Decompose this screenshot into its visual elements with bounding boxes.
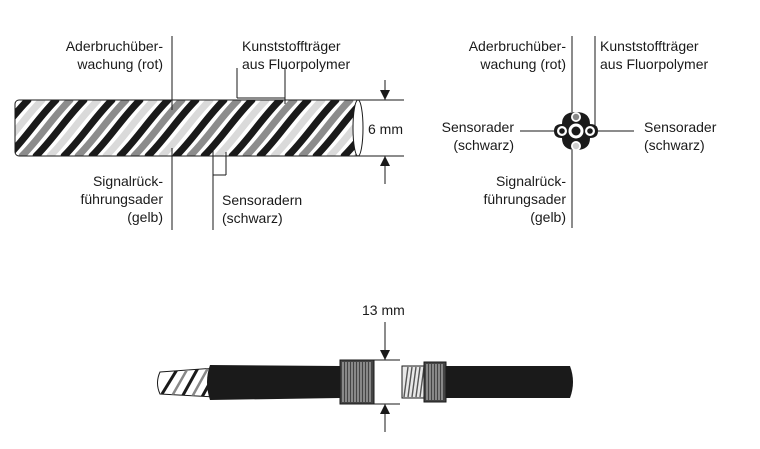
thread-line: [415, 366, 421, 398]
cable-strand: [200, 100, 256, 156]
thread-line: [419, 366, 425, 398]
cross-section-return-core: [571, 141, 581, 151]
cs-label-return-line3: (gelb): [530, 209, 566, 225]
cs-label-sensor-right-line1: Sensorader: [644, 119, 717, 135]
cable-strand: [116, 100, 172, 156]
cable-strand: [144, 100, 200, 156]
side-view-dimension: 6 mm: [346, 80, 404, 184]
cross-section-alarm-core: [571, 112, 581, 122]
cs-label-return-line1: Signalrück-: [496, 173, 566, 189]
label-carrier-line2: aus Fluorpolymer: [242, 56, 350, 72]
cable-strand: [130, 100, 186, 156]
cable-strand: [102, 100, 158, 156]
cs-label-sensor-left-line2: (schwarz): [453, 137, 514, 153]
cable-strand: [15, 100, 60, 156]
cable-strand: [88, 100, 144, 156]
side-view-labels: Aderbruchüber- wachung (rot) Kunststofft…: [66, 38, 351, 226]
cable-strand: [15, 100, 46, 156]
cs-label-alarm-line2: wachung (rot): [479, 56, 566, 72]
cross-section-view: [554, 112, 598, 151]
cable-strand: [340, 100, 360, 156]
cable-strand: [270, 100, 326, 156]
label-alarm-line1: Aderbruchüber-: [66, 38, 164, 54]
thread-line: [411, 366, 417, 398]
cable-strand: [158, 100, 214, 156]
cross-section-sensor-core-left: [557, 126, 567, 136]
cable-strand: [284, 100, 340, 156]
cross-section-labels: Aderbruchüber- wachung (rot) Kunststofft…: [442, 38, 717, 225]
cable-strands: [15, 100, 360, 156]
label-alarm-line2: wachung (rot): [76, 56, 163, 72]
connector-view: [157, 359, 573, 405]
left-connector-sleeve: [339, 359, 375, 405]
thread-line: [403, 366, 409, 398]
thread-line: [407, 366, 413, 398]
right-cable-jacket: [446, 366, 573, 398]
twisted-cable-side-view: [14, 99, 364, 157]
left-cable-jacket: [207, 365, 340, 400]
cable-strand: [74, 100, 130, 156]
cable-strand: [242, 100, 298, 156]
stripped-cable-tip: [157, 367, 216, 398]
cs-label-alarm-line1: Aderbruchüber-: [469, 38, 567, 54]
right-connector-sleeve: [423, 361, 447, 403]
cable-strand: [32, 100, 88, 156]
cs-label-carrier-line2: aus Fluorpolymer: [600, 56, 708, 72]
cable-strand: [214, 100, 270, 156]
cs-label-sensor-left-line1: Sensorader: [442, 119, 515, 135]
cross-section-leader-lines: [520, 36, 634, 228]
label-carrier-line1: Kunststoffträger: [242, 38, 341, 54]
side-view-leader-lines: [171, 36, 286, 230]
cable-strand: [298, 100, 354, 156]
cs-label-carrier-line1: Kunststoffträger: [600, 38, 699, 54]
cross-section-center-carrier: [568, 123, 584, 139]
label-sensors-line1: Sensoradern: [222, 192, 302, 208]
cable-strand: [172, 100, 228, 156]
cable-strand: [60, 100, 116, 156]
cable-strand: [186, 100, 242, 156]
cable-strand: [15, 100, 32, 156]
cable-strand: [18, 100, 74, 156]
label-return-line3: (gelb): [127, 209, 163, 225]
diameter-label-6mm: 6 mm: [368, 121, 403, 137]
cable-strand: [46, 100, 102, 156]
connector-dimension: 13 mm: [362, 302, 405, 432]
label-sensors-line2: (schwarz): [222, 210, 283, 226]
cs-label-return-line2: führungsader: [483, 191, 566, 207]
cross-section-sensor-core-right: [585, 126, 595, 136]
diameter-label-13mm: 13 mm: [362, 302, 405, 318]
cable-strand: [228, 100, 284, 156]
cable-strand: [256, 100, 312, 156]
label-return-line1: Signalrück-: [93, 173, 163, 189]
label-return-line2: führungsader: [80, 191, 163, 207]
cs-label-sensor-right-line2: (schwarz): [644, 137, 705, 153]
